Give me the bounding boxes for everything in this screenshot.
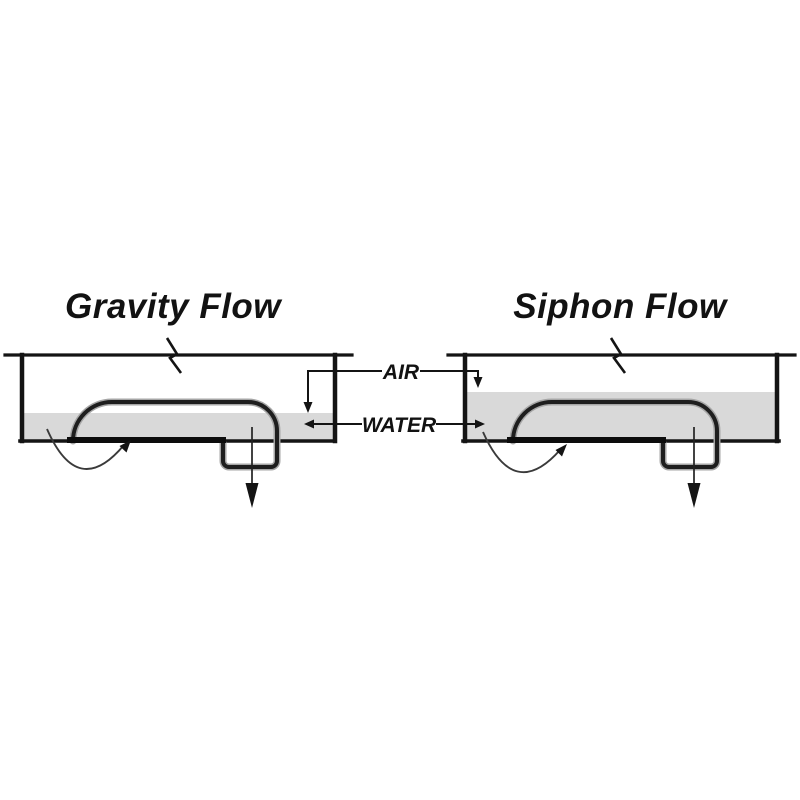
siphon-discharge-arrow-icon	[687, 427, 701, 508]
water-label: WATER	[362, 414, 437, 437]
water-leader-right	[436, 419, 485, 429]
air-label: AIR	[382, 361, 420, 384]
siphon-flow-diagram: Siphon Flow	[446, 287, 797, 508]
gravity-inflow-arrow-icon	[46, 428, 131, 470]
air-callout: AIR	[303, 361, 483, 413]
siphon-inflow-arrow-icon	[482, 431, 567, 474]
gravity-flow-title: Gravity Flow	[65, 287, 283, 326]
gravity-drain-outline	[71, 400, 279, 469]
air-leader-left	[303, 370, 382, 413]
gravity-discharge-arrow-icon	[245, 427, 259, 508]
break-symbol-icon	[609, 337, 627, 374]
break-symbol-icon	[165, 337, 183, 374]
gravity-flow-diagram: Gravity Flow	[3, 287, 354, 508]
siphon-drain-outline	[511, 400, 719, 469]
water-leader-left	[304, 419, 362, 429]
water-callout: WATER	[304, 414, 485, 437]
siphon-flow-title: Siphon Flow	[513, 287, 729, 326]
air-leader-right	[420, 370, 483, 388]
